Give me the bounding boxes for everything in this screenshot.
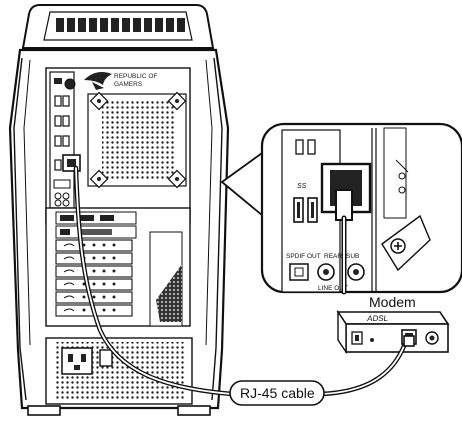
audio-jack (54, 199, 62, 207)
ps2-port (64, 78, 76, 90)
top-vent-slots (56, 18, 185, 32)
label-rear: REAR (324, 253, 342, 260)
expansion-slots (45, 207, 191, 327)
label-line-out: LINE OUT (318, 285, 348, 292)
brand-line1: REPUBLIC OF (114, 73, 157, 80)
pc-case: REPUBLIC OF GAMERS (8, 4, 230, 416)
rj45-cable (73, 165, 415, 397)
usb-port (54, 159, 62, 171)
usb-port (62, 115, 70, 127)
rj45-cable-label: RJ-45 cable (240, 385, 315, 401)
brand-line2: GAMERS (114, 81, 143, 88)
audio-jack (62, 192, 70, 200)
power-supply (45, 337, 193, 405)
usb-port (62, 135, 70, 147)
audio-jack (62, 199, 70, 207)
label-sub: SUB (346, 253, 359, 260)
rog-logo (84, 72, 112, 90)
rear-fan-grill (87, 91, 187, 189)
modem: ADSL (336, 309, 450, 355)
usb3-marker: SS (297, 183, 307, 190)
case-foot-right (177, 405, 211, 416)
power-switch (99, 349, 113, 367)
modem-button (370, 338, 374, 342)
label-spdif-out: SPDIF OUT (286, 253, 321, 260)
modem-label: Modem (369, 294, 416, 310)
usb-port (62, 95, 70, 107)
usb-port (54, 95, 62, 107)
audio-jack (54, 192, 62, 200)
power-socket (61, 347, 93, 375)
modem-brand: ADSL (367, 314, 390, 323)
case-foot-left (27, 405, 61, 416)
cable-label-box (229, 380, 325, 406)
io-shield (49, 71, 81, 209)
usb-port (54, 135, 62, 147)
zoom-callout: SS SPDIF OUT REAR SUB LINE OUT (220, 122, 462, 294)
usb-port (54, 115, 62, 127)
